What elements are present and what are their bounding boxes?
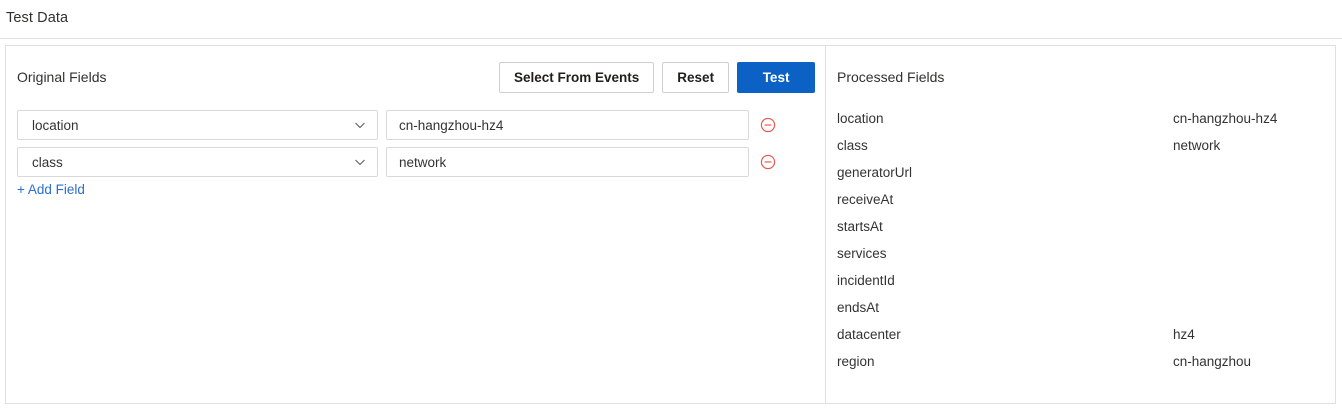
processed-field-row: startsAt [837,219,1327,246]
processed-field-value: network [1173,138,1221,153]
panel-divider [825,46,826,403]
chevron-down-icon [354,119,366,131]
processed-fields-panel: Processed Fields location cn-hangzhou-hz… [826,46,1335,403]
test-button[interactable]: Test [737,62,816,93]
field-row: class network [17,147,777,177]
original-fields-title: Original Fields [17,69,107,85]
processed-field-key: region [837,354,875,369]
page-title: Test Data [6,10,69,26]
processed-field-key: location [837,111,884,126]
processed-field-value: hz4 [1173,327,1195,342]
processed-field-row: receiveAt [837,192,1327,219]
processed-field-row: datacenter hz4 [837,327,1327,354]
processed-field-key: class [837,138,868,153]
field-name-select-value: class [32,154,63,170]
processed-field-key: datacenter [837,327,901,342]
chevron-down-icon [354,156,366,168]
processed-field-row: class network [837,138,1327,165]
processed-fields-list: location cn-hangzhou-hz4 class network g… [837,111,1327,381]
field-row: location cn-hangzhou-hz4 [17,110,777,140]
reset-button[interactable]: Reset [662,62,730,93]
processed-field-row: location cn-hangzhou-hz4 [837,111,1327,138]
page-header: Test Data [0,0,1342,39]
field-name-select[interactable]: location [17,110,378,140]
processed-fields-title: Processed Fields [837,69,945,85]
processed-field-value: cn-hangzhou [1173,354,1252,369]
test-data-card: Original Fields Select From Events Reset… [5,45,1336,404]
processed-field-key: generatorUrl [837,165,913,180]
field-name-select-value: location [32,117,79,133]
field-value-input[interactable]: cn-hangzhou-hz4 [386,110,749,140]
processed-field-row: region cn-hangzhou [837,354,1327,381]
remove-field-icon[interactable] [760,117,776,133]
field-value-input-value: network [399,154,447,170]
processed-field-row: incidentId [837,273,1327,300]
field-name-select[interactable]: class [17,147,378,177]
original-fields-list: location cn-hangzhou-hz4 [17,110,777,184]
processed-field-row: generatorUrl [837,165,1327,192]
action-button-row: Select From Events Reset Test [499,62,816,93]
processed-field-key: incidentId [837,273,895,288]
select-from-events-button[interactable]: Select From Events [499,62,655,93]
field-value-input[interactable]: network [386,147,749,177]
original-fields-panel: Original Fields Select From Events Reset… [6,46,825,403]
processed-field-value: cn-hangzhou-hz4 [1173,111,1278,126]
remove-field-icon[interactable] [760,154,776,170]
field-value-input-value: cn-hangzhou-hz4 [399,117,504,133]
processed-field-row: services [837,246,1327,273]
processed-field-key: startsAt [837,219,883,234]
processed-field-key: endsAt [837,300,880,315]
processed-field-key: receiveAt [837,192,894,207]
processed-field-row: endsAt [837,300,1327,327]
processed-field-key: services [837,246,887,261]
add-field-link[interactable]: + Add Field [17,182,85,197]
